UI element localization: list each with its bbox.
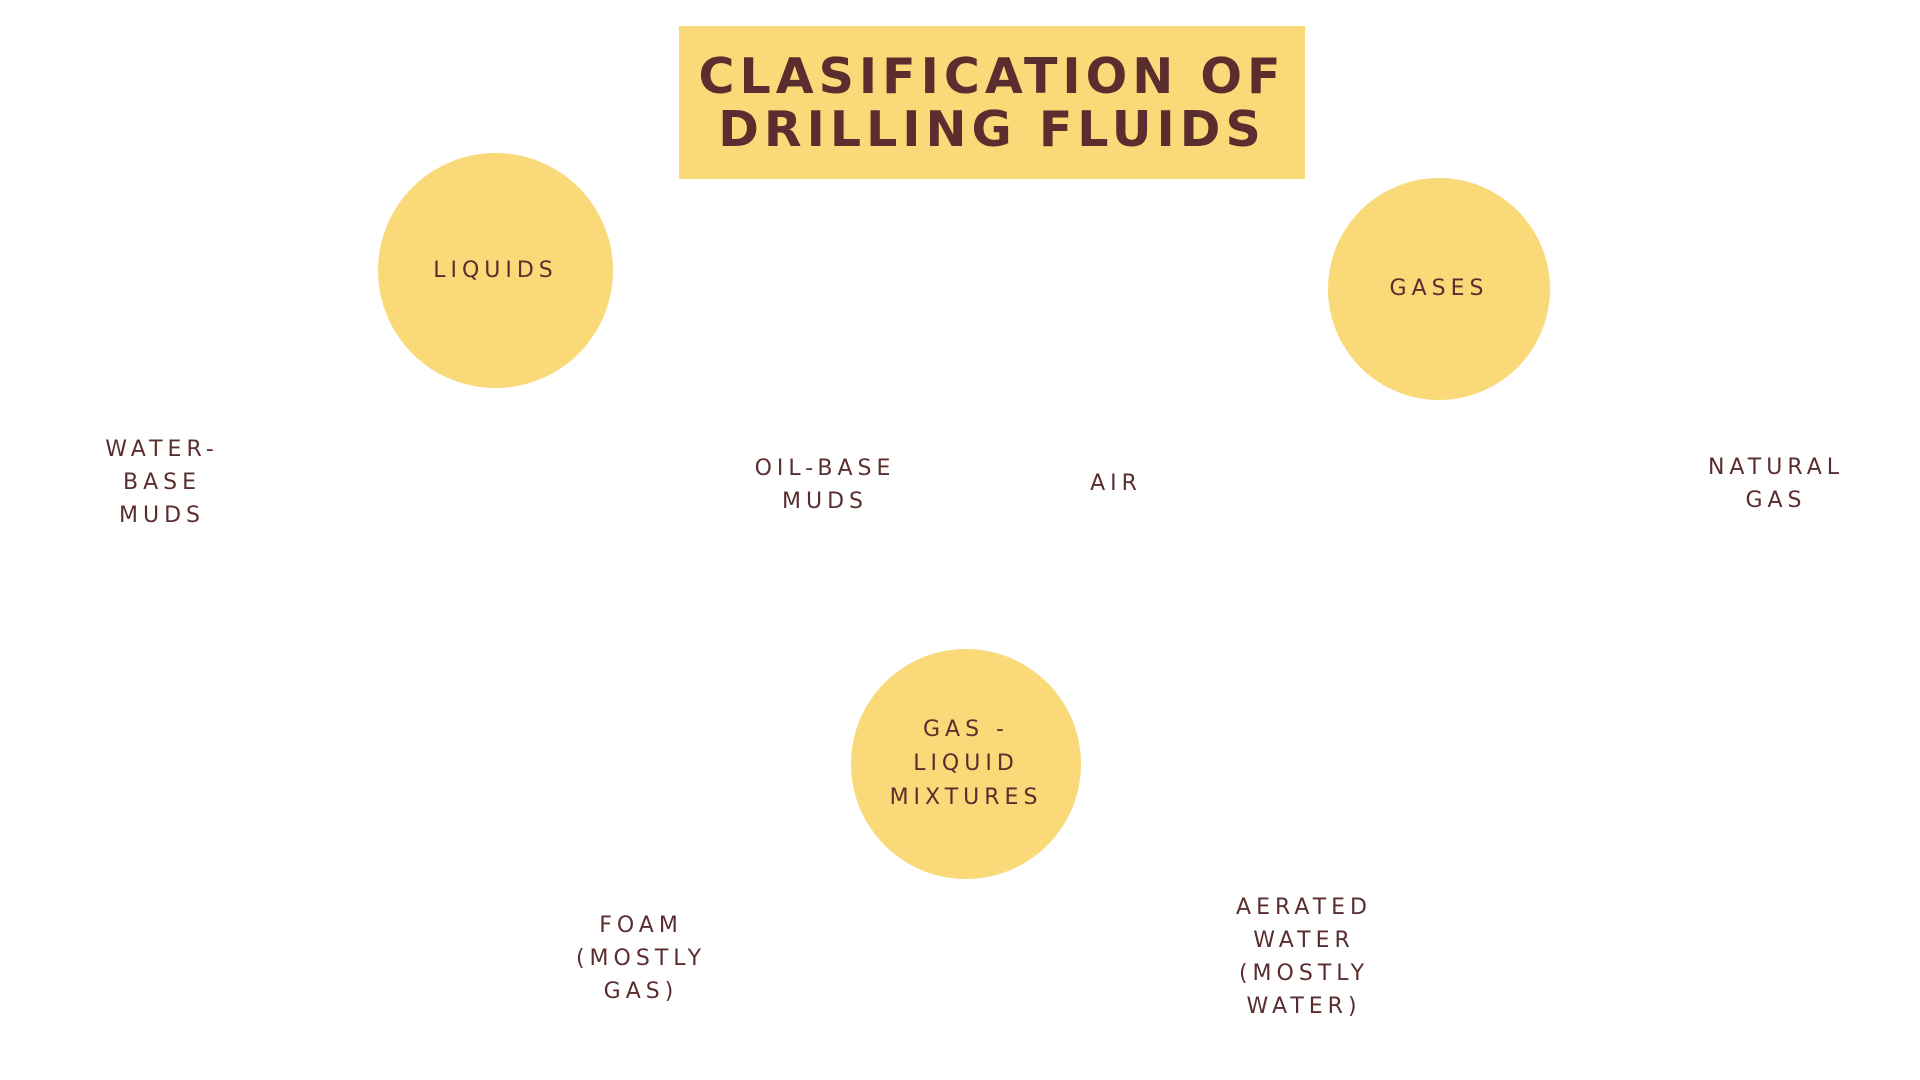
category-node-gases: GASES (1328, 178, 1550, 400)
item-aerated-water: AERATED WATER (MOSTLY WATER) (1236, 895, 1372, 1019)
item-air: AIR (1090, 471, 1142, 496)
diagram-title: CLASIFICATION OF DRILLING FLUIDS (698, 47, 1286, 158)
item-oil-base-muds: OIL-BASE MUDS (754, 456, 896, 514)
item-water-base-muds: WATER- BASE MUDS (105, 437, 219, 528)
title-box: CLASIFICATION OF DRILLING FLUIDS (679, 26, 1305, 179)
category-label-liquids: LIQUIDS (433, 257, 558, 283)
item-foam: FOAM (MOSTLY GAS) (575, 913, 707, 1004)
item-natural-gas: NATURAL GAS (1707, 455, 1845, 513)
category-node-liquids: LIQUIDS (378, 153, 613, 388)
category-label-mixtures: GAS - LIQUID MIXTURES (889, 717, 1043, 810)
category-node-mixtures: GAS - LIQUID MIXTURES (851, 649, 1081, 879)
category-label-gases: GASES (1389, 276, 1489, 301)
